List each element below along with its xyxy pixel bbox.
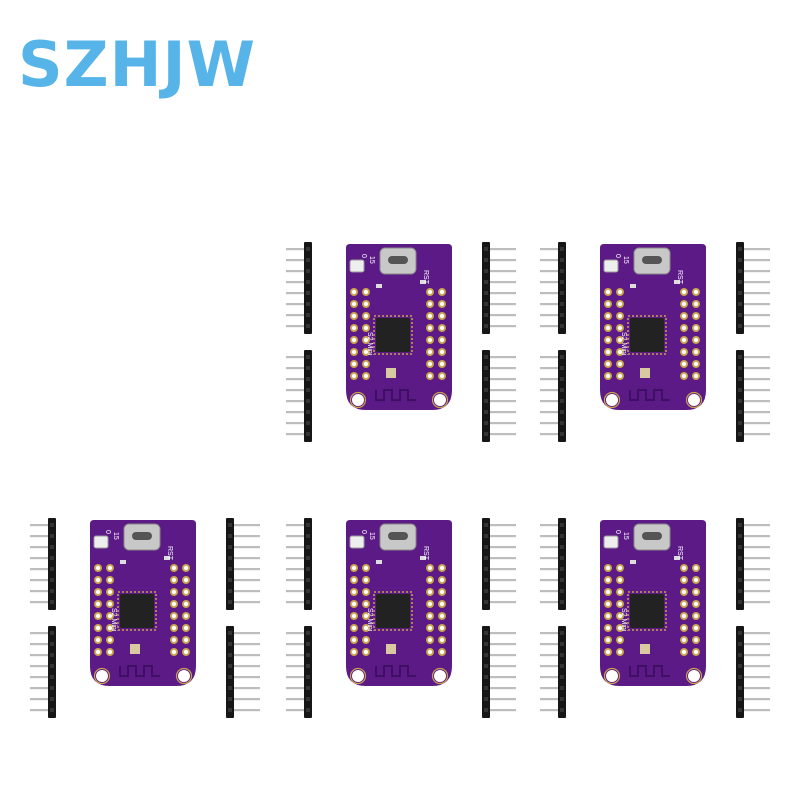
usb-c-connector-icon: [633, 247, 671, 275]
microcontroller-chip-icon: [627, 315, 667, 355]
pin-header-icon: [482, 242, 516, 334]
microcontroller-chip-icon: [373, 315, 413, 355]
pin-header-icon: [286, 626, 312, 718]
pin-header-icon: [540, 626, 566, 718]
pcb-board-icon: RST 150 S2 Mini: [600, 520, 706, 686]
board-name-label: S2 Mini: [110, 608, 117, 632]
usb-c-connector-icon: [379, 523, 417, 551]
rst-label: RST: [422, 270, 429, 285]
rst-label: RST: [166, 546, 173, 561]
gpio-label: 15: [622, 532, 629, 540]
pin-header-icon: [540, 518, 566, 610]
microcontroller-chip-icon: [117, 591, 157, 631]
board-name-label: S2 Mini: [366, 332, 373, 356]
pin-header-icon: [736, 518, 770, 610]
rst-label: RST: [676, 270, 683, 285]
pin-header-icon: [30, 518, 56, 610]
pin-header-icon: [540, 350, 566, 442]
pin-header-icon: [482, 518, 516, 610]
gpio-label: 15: [368, 256, 375, 264]
microcontroller-chip-icon: [627, 591, 667, 631]
usb-c-connector-icon: [379, 247, 417, 275]
pin-header-icon: [736, 626, 770, 718]
pin-header-icon: [286, 518, 312, 610]
board-name-label: S2 Mini: [366, 608, 373, 632]
pin-header-icon: [30, 626, 56, 718]
pin-header-icon: [482, 626, 516, 718]
rst-label: RST: [676, 546, 683, 561]
pcb-board-icon: RST 150 S2 Mini: [346, 520, 452, 686]
zero-label: 0: [614, 530, 621, 534]
pin-header-icon: [286, 242, 312, 334]
usb-c-connector-icon: [123, 523, 161, 551]
board-name-label: S2 Mini: [620, 332, 627, 356]
pin-header-icon: [736, 350, 770, 442]
usb-c-connector-icon: [633, 523, 671, 551]
zero-label: 0: [360, 530, 367, 534]
brand-logo: SZHJW: [18, 28, 256, 101]
pin-header-icon: [226, 518, 260, 610]
pin-header-icon: [540, 242, 566, 334]
gpio-label: 15: [112, 532, 119, 540]
pcb-board-icon: RST 150 S2 Mini: [346, 244, 452, 410]
pin-header-icon: [482, 350, 516, 442]
pin-header-icon: [286, 350, 312, 442]
pin-header-icon: [736, 242, 770, 334]
zero-label: 0: [614, 254, 621, 258]
pin-header-icon: [226, 626, 260, 718]
rst-label: RST: [422, 546, 429, 561]
board-name-label: S2 Mini: [620, 608, 627, 632]
gpio-label: 15: [622, 256, 629, 264]
pcb-board-icon: RST 150 S2 Mini: [600, 244, 706, 410]
microcontroller-chip-icon: [373, 591, 413, 631]
gpio-label: 15: [368, 532, 375, 540]
zero-label: 0: [104, 530, 111, 534]
zero-label: 0: [360, 254, 367, 258]
pcb-board-icon: RST 150 S2 Mini: [90, 520, 196, 686]
